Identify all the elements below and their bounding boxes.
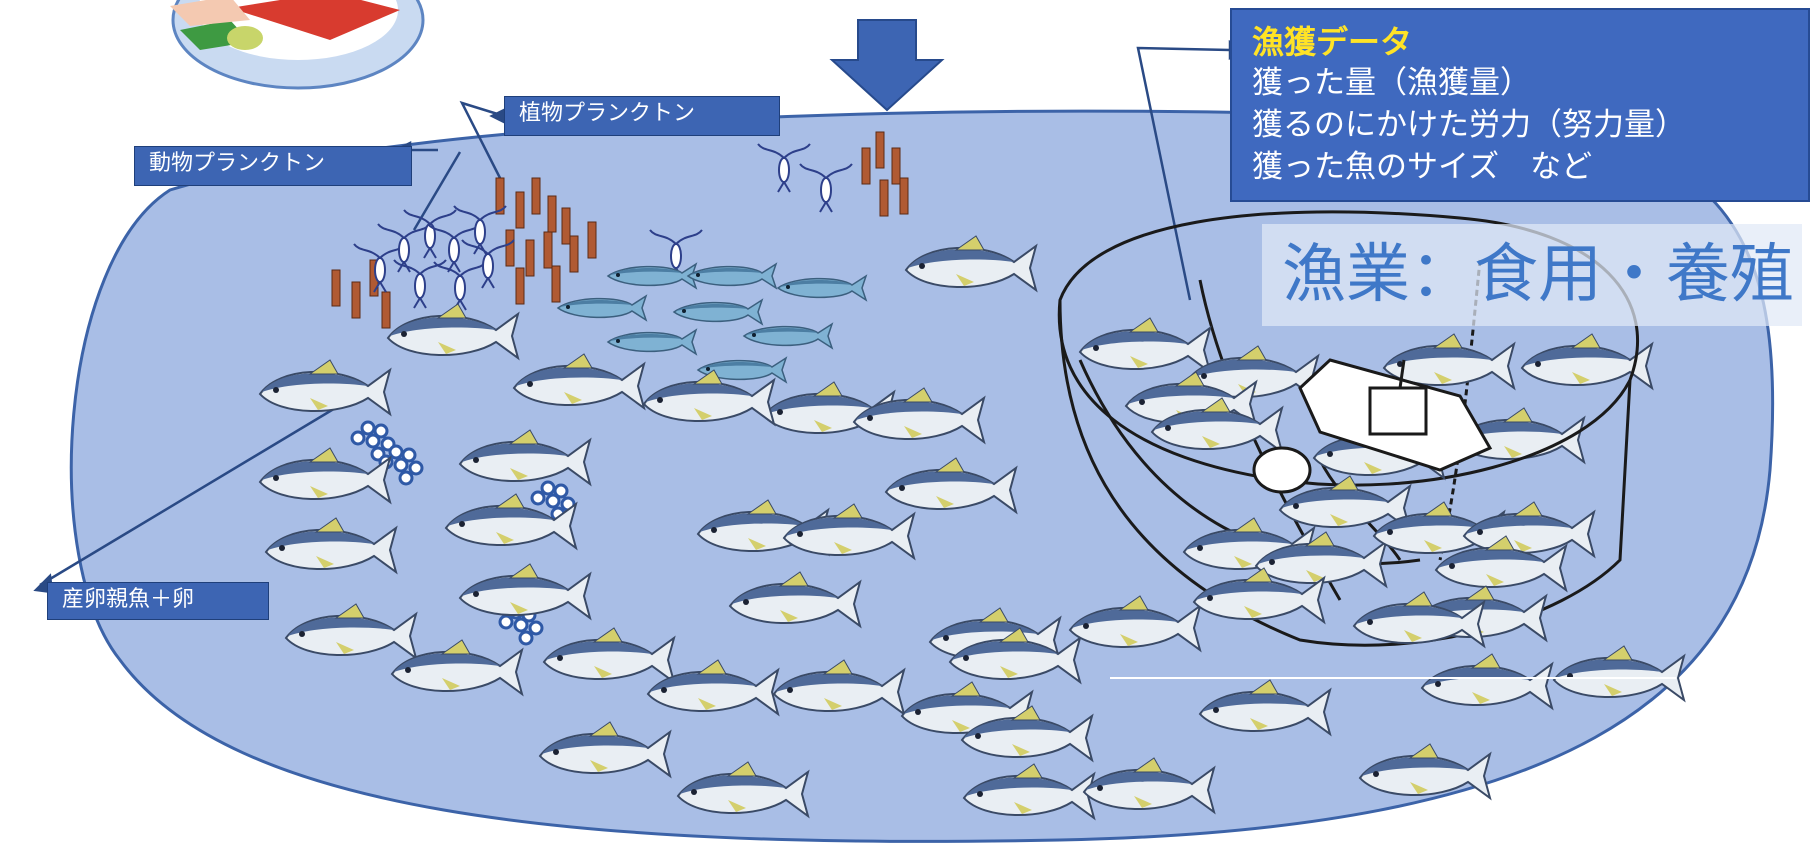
sushi-plate-icon: [170, 0, 425, 90]
fishing-boat-icon: [1252, 358, 1493, 494]
catch-data-box: 漁獲データ 獲った量（漁獲量） 獲るのにかけた労力（努力量） 獲った魚のサイズ …: [1230, 8, 1810, 202]
catch-data-item: 獲った量（漁獲量）: [1252, 65, 1531, 101]
zooplankton-label: 動物プランクトン: [134, 146, 412, 186]
down-arrow-icon: [829, 19, 945, 112]
spawners-and-eggs-label: 産卵親魚＋卵: [47, 582, 269, 620]
catch-data-item: 獲った魚のサイズ など: [1252, 149, 1593, 185]
catch-data-title: 漁獲データ: [1252, 23, 1413, 61]
fishery-label: 漁業：食用・養殖: [1262, 224, 1802, 326]
phytoplankton-label: 植物プランクトン: [504, 96, 780, 136]
catch-data-item: 獲るのにかけた労力（努力量）: [1252, 107, 1686, 143]
